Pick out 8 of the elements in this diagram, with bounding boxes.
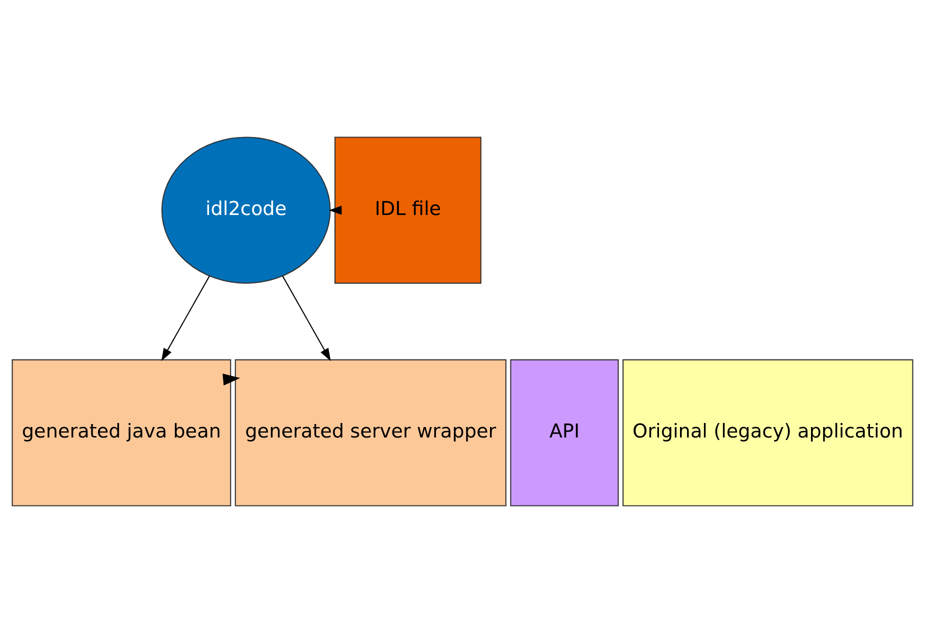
node-box: API (510, 358, 619, 506)
arrow (222, 373, 240, 386)
node-box: Original (legacy) application (622, 358, 914, 506)
node-ellipse: idl2code (161, 136, 331, 284)
node-box: generated server wrapper (234, 358, 506, 506)
arrow (282, 275, 331, 361)
arrow (161, 275, 210, 361)
arrow (328, 205, 342, 214)
